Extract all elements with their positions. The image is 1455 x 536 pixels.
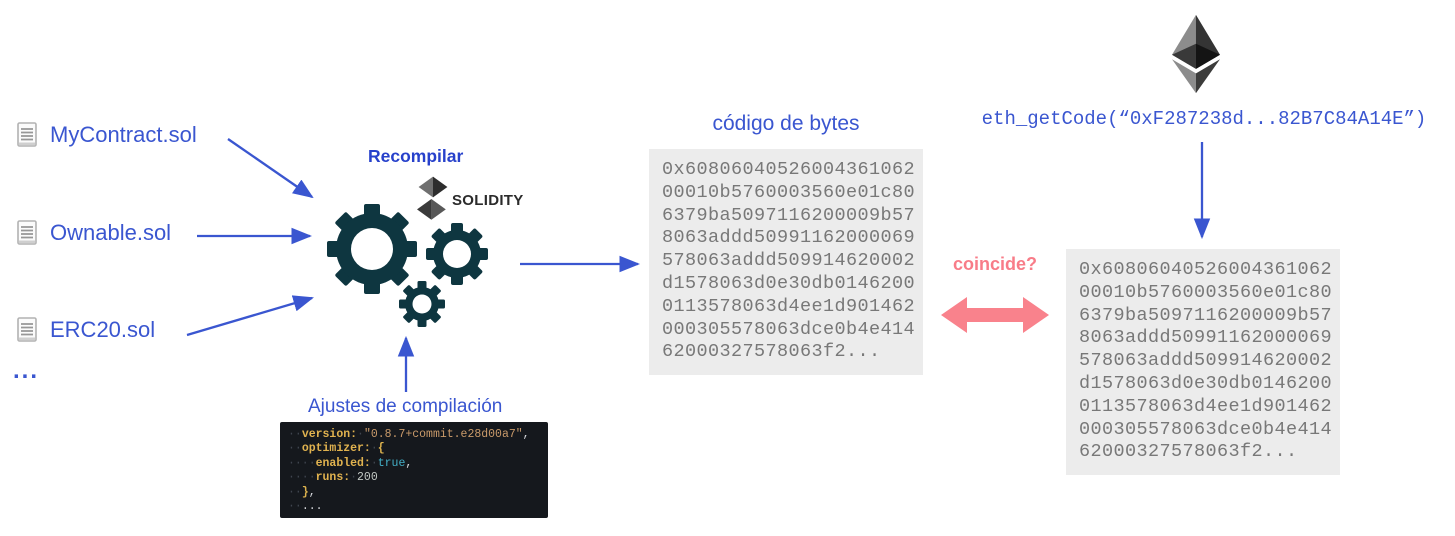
source-file-name: MyContract.sol xyxy=(50,122,197,147)
onchain-bytecode-box: 0x60806040526004361062 00010b5760003560e… xyxy=(1066,249,1340,475)
more-files-ellipsis: ... xyxy=(13,357,40,384)
source-file-name: ERC20.sol xyxy=(50,317,156,342)
document-icon xyxy=(17,122,37,147)
match-double-arrow xyxy=(941,297,1049,333)
match-question-label: coincide? xyxy=(952,254,1037,274)
gear-medium xyxy=(426,223,488,285)
gear-small xyxy=(399,281,445,327)
source-file-mycontract: MyContract.sol xyxy=(14,120,197,150)
document-icon xyxy=(17,220,37,245)
gear-large xyxy=(327,204,417,294)
recompiled-bytecode-box: 0x60806040526004361062 00010b5760003560e… xyxy=(649,149,923,375)
arrow-mycontract-to-compiler xyxy=(227,138,314,199)
recompile-label: Recompilar xyxy=(368,146,464,166)
document-icon xyxy=(17,317,37,342)
ethereum-logo-icon xyxy=(1172,14,1220,94)
compilation-settings-label: Ajustes de compilación xyxy=(308,396,503,417)
source-file-erc20: ERC20.sol xyxy=(14,315,155,345)
source-file-name: Ownable.sol xyxy=(50,220,172,245)
source-file-ownable: Ownable.sol xyxy=(14,218,171,248)
compiler-gears-icon xyxy=(327,204,488,327)
solidity-logo-icon xyxy=(417,176,448,220)
solidity-label: SOLIDITY xyxy=(452,192,524,209)
arrow-erc20-to-compiler xyxy=(186,295,314,337)
bytecode-title: código de bytes xyxy=(712,112,860,135)
eth-getcode-call: eth_getCode(“0xF287238d...82B7C84A14E”) xyxy=(981,108,1427,130)
compiler-settings-code: ··version:·"0.8.7+commit.e28d00a7",··opt… xyxy=(280,422,548,518)
